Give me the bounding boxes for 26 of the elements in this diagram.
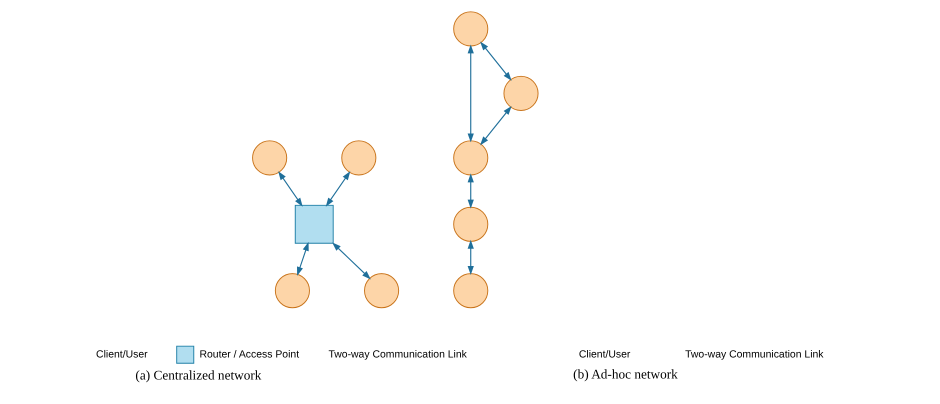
node-circle [274,273,310,308]
node-circle [364,273,399,308]
legend-label: Two-way Communication Link [684,349,824,360]
node-circle [452,140,488,176]
arrow [278,171,302,207]
label: (a) Centralized network [134,368,261,383]
arrow [296,242,308,276]
node-circle [340,140,376,176]
legend-label: Router / Access Point [198,349,299,360]
arrow [480,106,512,146]
node-circle [452,273,488,308]
node-circle [452,206,488,242]
node-box [294,204,334,244]
node-circle [452,11,488,46]
arrow [332,242,370,280]
legend-label: Client/User [578,349,630,360]
arrow [325,171,350,207]
arrow [480,41,512,81]
arrow [467,44,474,142]
legend-label: Two-way Communication Link [328,349,466,360]
arrow [467,173,474,209]
label: (b) Ad-hoc network [572,366,678,382]
node-circle [252,140,287,176]
arrow [467,240,474,275]
legend-label: Client/User [96,349,148,360]
node-circle [502,76,538,111]
